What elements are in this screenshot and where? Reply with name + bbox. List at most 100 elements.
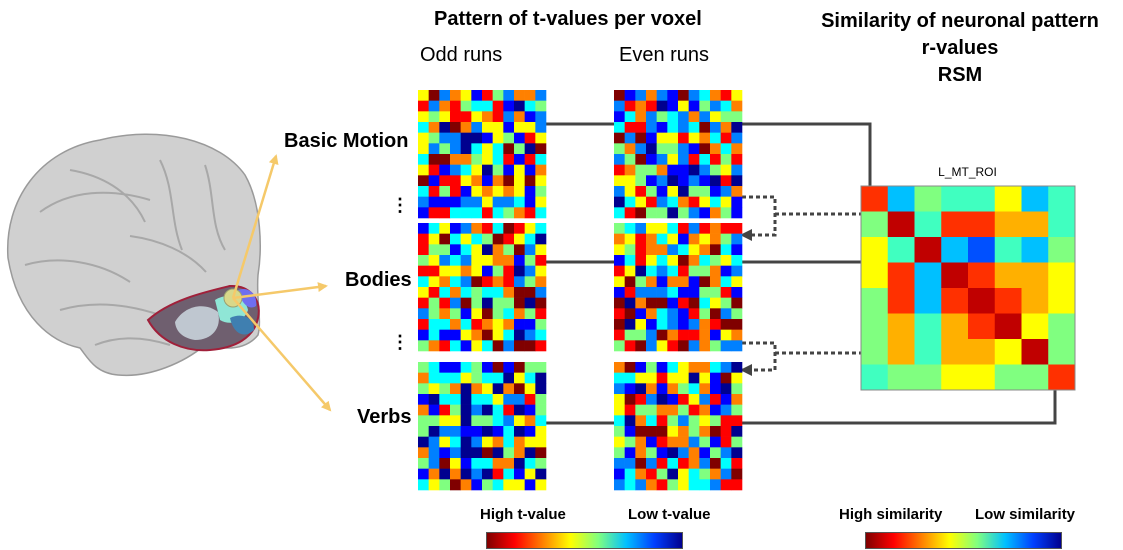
voxel-cell (428, 276, 440, 288)
voxel-cell (699, 265, 711, 277)
voxel-cell (514, 436, 525, 448)
voxel-cell (710, 255, 721, 266)
voxel-cell (514, 154, 525, 165)
voxel-cell (731, 90, 743, 101)
voxel-cell (492, 265, 504, 277)
voxel-cell (678, 186, 689, 197)
voxel-cell (492, 233, 504, 245)
voxel-cell (535, 233, 547, 245)
voxel-cell (624, 415, 636, 427)
rsm-cell (1048, 186, 1076, 212)
voxel-cell (614, 196, 625, 208)
voxel-cell (656, 111, 668, 123)
bodies-odd-grid (418, 223, 547, 352)
voxel-cell (418, 447, 429, 459)
voxel-cell (624, 233, 636, 245)
rsm-cell (887, 262, 915, 289)
voxel-cell (635, 404, 647, 416)
voxel-cell (720, 383, 732, 395)
voxel-cell (535, 468, 547, 480)
voxel-cell (720, 255, 732, 266)
voxel-cell (535, 329, 547, 341)
voxel-cell (482, 436, 493, 448)
voxel-cell (635, 186, 647, 197)
voxel-cell (699, 111, 711, 123)
voxel-cell (471, 122, 483, 133)
voxel-cell (428, 394, 440, 405)
voxel-cell (439, 233, 451, 245)
similarity-heading-line-2: r-values (921, 37, 999, 59)
voxel-cell (688, 362, 700, 373)
voxel-cell (720, 132, 732, 144)
voxel-cell (492, 223, 504, 234)
voxel-cell (624, 468, 636, 480)
voxel-cell (667, 175, 679, 187)
voxel-cell (514, 265, 525, 277)
voxel-cell (471, 287, 483, 298)
voxel-cell (492, 447, 504, 459)
voxel-cell (720, 233, 732, 245)
voxel-cell (460, 308, 472, 320)
voxel-cell (482, 207, 493, 219)
voxel-cell (646, 372, 657, 384)
voxel-cell (428, 319, 440, 330)
voxel-cell (503, 175, 515, 187)
voxel-cell (678, 426, 689, 437)
voxel-cell (439, 186, 451, 197)
voxel-cell (699, 233, 711, 245)
voxel-cell (720, 447, 732, 459)
voxel-cell (731, 154, 743, 165)
voxel-cell (514, 276, 525, 288)
voxel-cell (460, 458, 472, 469)
similarity-colorbar (865, 532, 1062, 549)
voxel-cell (535, 383, 547, 395)
voxel-cell (667, 362, 679, 373)
voxel-cell (667, 111, 679, 123)
voxel-cell (503, 265, 515, 277)
rsm-cell (941, 262, 969, 289)
rsm-cell (941, 288, 969, 314)
voxel-cell (503, 329, 515, 341)
voxel-cell (731, 233, 743, 245)
voxel-cell (418, 143, 429, 155)
rsm-cell (861, 211, 888, 238)
voxel-cell (460, 100, 472, 112)
voxel-cell (656, 362, 668, 373)
voxel-cell (471, 415, 483, 427)
voxel-cell (439, 196, 451, 208)
voxel-cell (678, 372, 689, 384)
voxel-cell (720, 426, 732, 437)
voxel-cell (667, 415, 679, 427)
voxel-cell (614, 329, 625, 341)
voxel-cell (535, 100, 547, 112)
rsm-cell (1048, 364, 1076, 391)
voxel-cell (646, 340, 657, 352)
voxel-cell (482, 468, 493, 480)
low-t-value-label: Low t-value (628, 506, 711, 523)
voxel-cell (428, 196, 440, 208)
voxel-cell (667, 426, 679, 437)
voxel-cell (656, 383, 668, 395)
voxel-cell (678, 276, 689, 288)
voxel-cell (624, 372, 636, 384)
voxel-cell (492, 329, 504, 341)
voxel-cell (720, 436, 732, 448)
voxel-cell (710, 415, 721, 427)
voxel-cell (720, 372, 732, 384)
voxel-cell (492, 90, 504, 101)
voxel-cell (656, 154, 668, 165)
voxel-cell (418, 255, 429, 266)
voxel-cell (699, 297, 711, 309)
basic-motion-label: Basic Motion (284, 130, 409, 152)
voxel-cell (720, 415, 732, 427)
voxel-cell (524, 143, 536, 155)
voxel-cell (667, 207, 679, 219)
voxel-cell (699, 362, 711, 373)
voxel-cell (418, 265, 429, 277)
voxel-cell (635, 154, 647, 165)
voxel-cell (524, 223, 536, 234)
voxel-cell (535, 287, 547, 298)
voxel-cell (503, 111, 515, 123)
voxel-cell (535, 319, 547, 330)
voxel-cell (731, 329, 743, 341)
